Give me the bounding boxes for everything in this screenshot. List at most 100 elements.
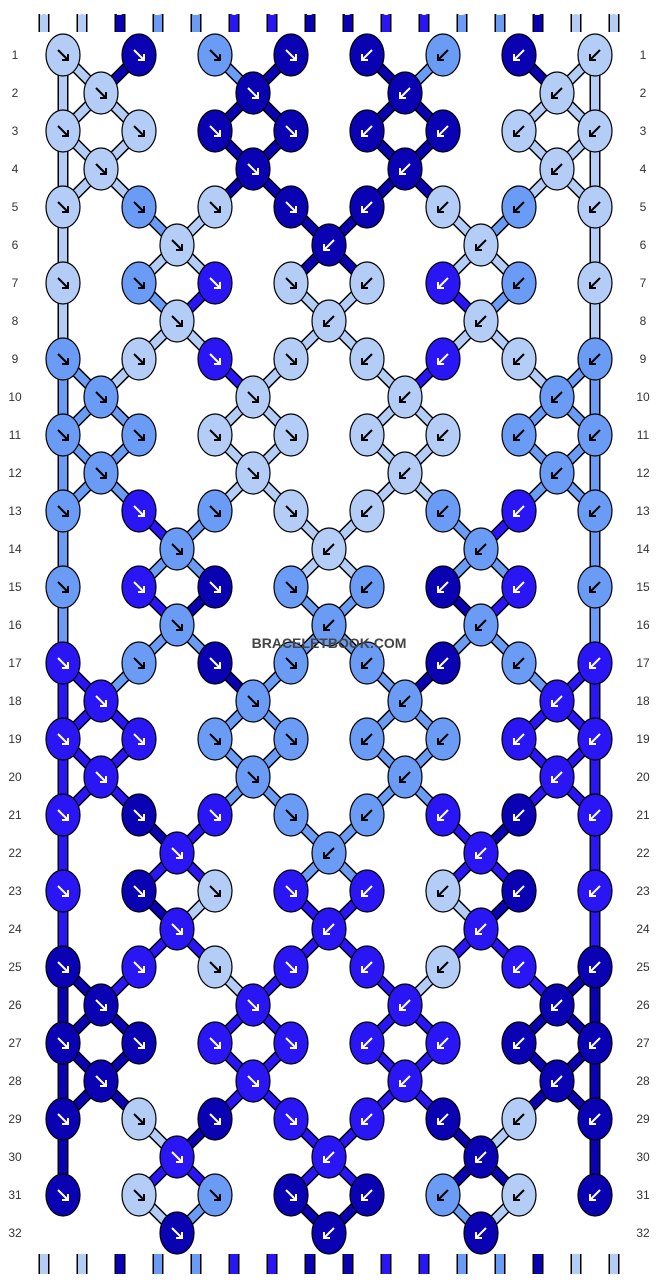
- knot-arrow-icon: [285, 1189, 297, 1201]
- row-number-left: 19: [8, 732, 22, 746]
- knot-arrow-icon: [475, 847, 487, 859]
- knot-arrow-icon: [133, 1189, 145, 1201]
- row-number-left: 5: [12, 200, 19, 214]
- knot-arrow-icon: [57, 1037, 69, 1049]
- knot-arrow-icon: [57, 657, 69, 669]
- knot-arrow-icon: [57, 353, 69, 365]
- row-number-right: 22: [636, 846, 650, 860]
- knot-arrow-icon: [285, 657, 297, 669]
- knot-arrow-icon: [437, 125, 449, 137]
- knot-arrow-icon: [209, 505, 221, 517]
- knot-arrow-icon: [285, 201, 297, 213]
- row-number-right: 17: [636, 656, 650, 670]
- knot-arrow-icon: [133, 581, 145, 593]
- knot-arrow-icon: [361, 125, 373, 137]
- strand-label-bottom: C: [382, 1273, 389, 1284]
- knot-arrow-icon: [247, 467, 259, 479]
- knot-arrow-icon: [399, 999, 411, 1011]
- row-number-left: 20: [8, 770, 22, 784]
- knot-arrow-icon: [513, 201, 525, 213]
- knot-arrow-icon: [285, 733, 297, 745]
- row-number-left: 27: [8, 1036, 22, 1050]
- knot-arrow-icon: [589, 657, 601, 669]
- knot-arrow-icon: [589, 505, 601, 517]
- knot-arrow-icon: [437, 201, 449, 213]
- strand-label-top: C: [420, 7, 427, 18]
- knot-arrow-icon: [437, 429, 449, 441]
- knot-arrow-icon: [399, 1075, 411, 1087]
- row-number-left: 23: [8, 884, 22, 898]
- knot-arrow-icon: [437, 353, 449, 365]
- knot-arrow-icon: [247, 87, 259, 99]
- strand-label-top: B: [496, 7, 503, 18]
- knot-arrow-icon: [437, 277, 449, 289]
- strand-label-top: D: [306, 7, 313, 18]
- knot-arrow-icon: [285, 581, 297, 593]
- strand-label-top: D: [534, 7, 541, 18]
- row-number-left: 31: [8, 1188, 22, 1202]
- row-number-left: 16: [8, 618, 22, 632]
- knot-arrow-icon: [513, 1189, 525, 1201]
- knot-arrow-icon: [133, 49, 145, 61]
- knot-arrow-icon: [437, 961, 449, 973]
- knot-arrow-icon: [95, 87, 107, 99]
- knot-arrow-icon: [399, 87, 411, 99]
- knot-arrow-icon: [171, 619, 183, 631]
- knot-arrow-icon: [209, 49, 221, 61]
- knot-arrow-icon: [285, 1113, 297, 1125]
- row-number-right: 32: [636, 1226, 650, 1240]
- knot-arrow-icon: [171, 543, 183, 555]
- row-number-right: 3: [640, 124, 647, 138]
- knot-arrow-icon: [589, 277, 601, 289]
- knot-arrow-icon: [513, 277, 525, 289]
- knot-arrow-icon: [209, 1037, 221, 1049]
- knot-arrow-icon: [589, 1113, 601, 1125]
- knot-arrow-icon: [361, 201, 373, 213]
- knot-arrow-icon: [361, 429, 373, 441]
- knot-arrow-icon: [513, 581, 525, 593]
- knot-layer: [45, 33, 613, 1255]
- strand-label-top: B: [458, 7, 465, 18]
- knot-arrow-icon: [323, 923, 335, 935]
- row-number-left: 30: [8, 1150, 22, 1164]
- knot-arrow-icon: [589, 125, 601, 137]
- row-number-right: 31: [636, 1188, 650, 1202]
- knot-arrow-icon: [513, 505, 525, 517]
- knot-arrow-icon: [361, 353, 373, 365]
- row-number-right: 15: [636, 580, 650, 594]
- knot-arrow-icon: [209, 1113, 221, 1125]
- row-number-right: 18: [636, 694, 650, 708]
- knot-arrow-icon: [171, 1151, 183, 1163]
- knot-arrow-icon: [437, 581, 449, 593]
- knot-arrow-icon: [209, 125, 221, 137]
- strand-label-top: D: [344, 7, 351, 18]
- knot-arrow-icon: [513, 49, 525, 61]
- strand-label-top: B: [192, 7, 199, 18]
- strand-label-top: A: [572, 7, 579, 18]
- knot-arrow-icon: [209, 201, 221, 213]
- strand-label-bottom: A: [572, 1273, 579, 1284]
- knot-arrow-icon: [475, 1151, 487, 1163]
- knot-arrow-icon: [285, 125, 297, 137]
- knot-arrow-icon: [285, 353, 297, 365]
- knot-arrow-icon: [209, 277, 221, 289]
- knot-arrow-icon: [361, 809, 373, 821]
- knot-arrow-icon: [133, 961, 145, 973]
- knot-arrow-icon: [323, 1227, 335, 1239]
- knot-arrow-icon: [589, 353, 601, 365]
- row-number-right: 8: [640, 314, 647, 328]
- knot-arrow-icon: [399, 771, 411, 783]
- knot-arrow-icon: [589, 885, 601, 897]
- knot-arrow-icon: [133, 201, 145, 213]
- knot-arrow-icon: [513, 1113, 525, 1125]
- row-number-left: 18: [8, 694, 22, 708]
- strand-label-bottom: C: [230, 1273, 237, 1284]
- knot-arrow-icon: [437, 1037, 449, 1049]
- strand-label-top: A: [610, 7, 617, 18]
- knot-arrow-icon: [171, 923, 183, 935]
- knot-arrow-icon: [361, 581, 373, 593]
- knot-arrow-icon: [133, 809, 145, 821]
- knot-arrow-icon: [209, 353, 221, 365]
- knot-arrow-icon: [437, 505, 449, 517]
- knot-arrow-icon: [361, 49, 373, 61]
